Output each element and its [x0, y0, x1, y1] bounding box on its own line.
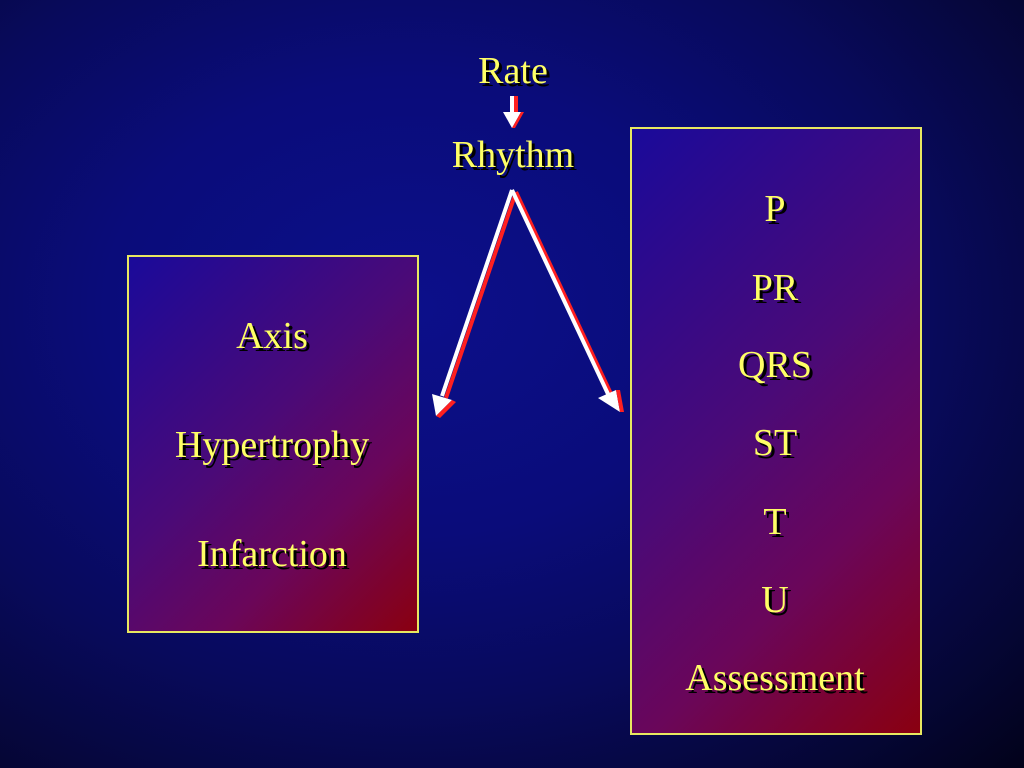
rate-to-rhythm-arrow [503, 96, 524, 128]
right-item-u: U [761, 579, 789, 621]
rhythm-to-right-arrow [510, 189, 624, 412]
right-item-pr: PR [751, 267, 799, 309]
right-item-qrs: QRS [738, 344, 812, 386]
right-item-st: ST [752, 422, 798, 464]
rhythm-label: Rhythm [451, 134, 575, 176]
right-item-assessment: Assessment [685, 657, 865, 699]
rhythm-to-left-arrow [432, 189, 518, 418]
left-box [127, 255, 419, 633]
left-item-axis: Axis [236, 315, 308, 357]
left-item-infarction: Infarction [197, 533, 347, 575]
left-item-hypertrophy: Hypertrophy [174, 424, 370, 466]
rate-label: Rate [478, 50, 548, 92]
right-item-t: T [763, 501, 787, 543]
right-box [630, 127, 922, 735]
right-item-p: P [764, 188, 786, 230]
